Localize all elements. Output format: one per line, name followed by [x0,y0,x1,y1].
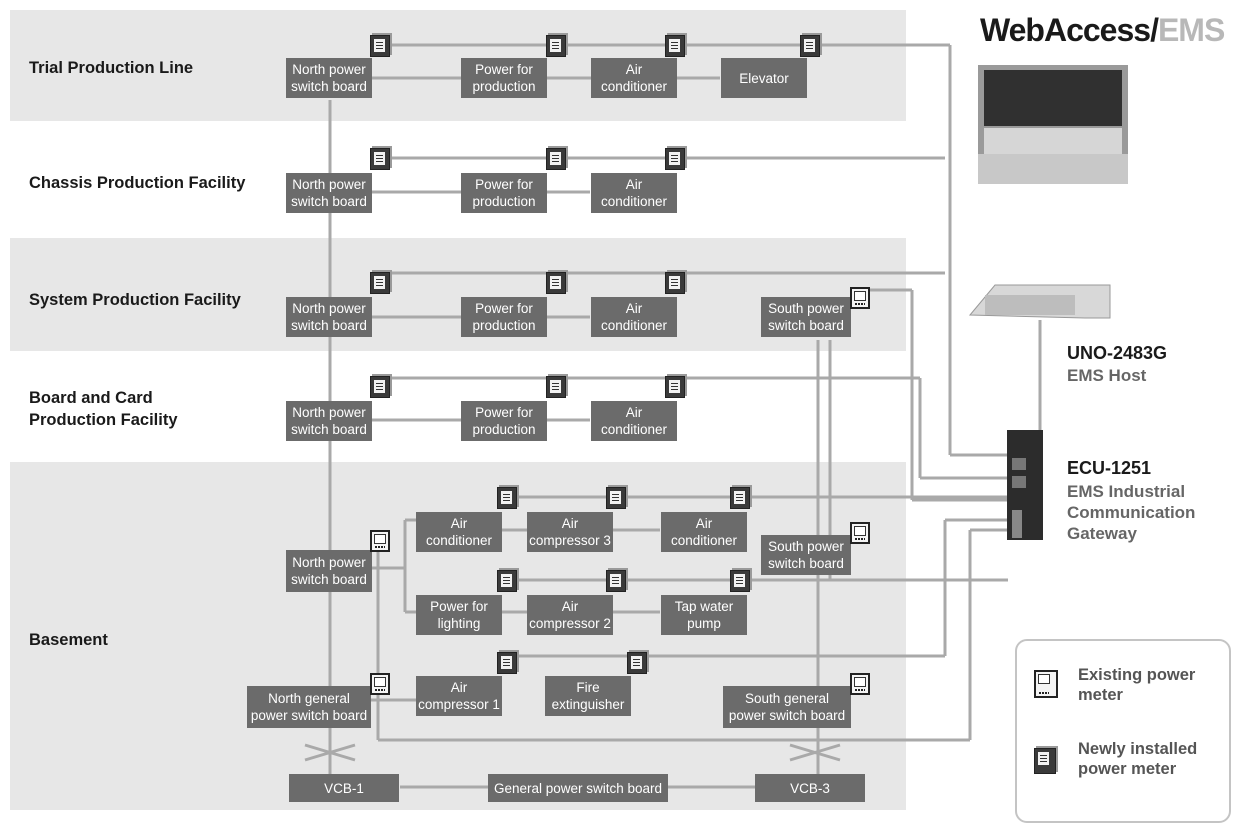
new-meter-icon [370,148,390,170]
vcb-1: VCB-1 [289,774,399,802]
new-meter-icon [497,652,517,674]
new-meter-icon [546,376,566,398]
basement-south-switch-board: South power switch board [761,535,851,575]
system-air-conditioner: Air conditioner [591,297,677,337]
legend-existing-meter-icon [1034,670,1058,698]
uno-device-name: UNO-2483G [1067,343,1168,363]
south-general-switch-board: South general power switch board [723,686,851,728]
vcb-3: VCB-3 [755,774,865,802]
new-meter-icon [370,376,390,398]
floor-band-system [10,238,906,351]
north-general-switch-board: North general power switch board [247,686,371,728]
basement-air-compressor-2: Air compressor 2 [527,595,613,635]
new-meter-icon [497,570,517,592]
webaccess-ems-logo: WebAccess/EMS [980,12,1225,48]
trial-elevator: Elevator [721,58,807,98]
scada-workstation [978,65,1128,184]
new-meter-icon [665,272,685,294]
new-meter-icon [730,487,750,509]
ecu-device-name: ECU-1251 [1067,458,1152,478]
floor-label-system: System Production Facility [29,291,241,309]
uno-device-role: EMS Host [1067,366,1147,385]
new-meter-icon [546,148,566,170]
existing-meter-icon [850,287,870,309]
floor-label-chassis: Chassis Production Facility [29,174,246,192]
existing-meter-icon [370,530,390,552]
existing-meter-icon [850,522,870,544]
basement-air-compressor-1: Air compressor 1 [416,676,502,716]
basement-fire-extinguisher: Fire extinguisher [545,676,631,716]
ecu-gateway-device [1007,430,1043,540]
general-power-switch-board: General power switch board [488,774,668,802]
new-meter-icon [546,35,566,57]
board-power-production: Power for production [461,401,547,441]
new-meter-icon [546,272,566,294]
trial-power-production: Power for production [461,58,547,98]
trial-north-switch-board: North power switch board [286,58,372,98]
board-north-switch-board: North power switch board [286,401,372,441]
legend [1015,639,1231,823]
new-meter-icon [665,376,685,398]
new-meter-icon [370,35,390,57]
system-north-switch-board: North power switch board [286,297,372,337]
basement-tap-water-pump: Tap water pump [661,595,747,635]
floor-label-trial: Trial Production Line [29,59,194,77]
legend-new-meter-icon [1034,748,1056,774]
ecu-device-role: EMS Industrial Communication Gateway [1067,482,1196,543]
existing-meter-icon [850,673,870,695]
system-power-production: Power for production [461,297,547,337]
new-meter-icon [730,570,750,592]
floor-label-basement: Basement [29,631,108,649]
legend-existing-label: Existing power meter [1078,666,1196,704]
basement-air-compressor-3: Air compressor 3 [527,512,613,552]
board-air-conditioner: Air conditioner [591,401,677,441]
new-meter-icon [800,35,820,57]
basement-power-lighting: Power for lighting [416,595,502,635]
basement-air-conditioner-2: Air conditioner [661,512,747,552]
chassis-north-switch-board: North power switch board [286,173,372,213]
new-meter-icon [606,487,626,509]
chassis-power-production: Power for production [461,173,547,213]
floor-label-board: Board and Card Production Facility [29,389,178,429]
new-meter-icon [606,570,626,592]
chassis-air-conditioner: Air conditioner [591,173,677,213]
new-meter-icon [627,652,647,674]
uno-host-device [968,284,1111,319]
system-south-switch-board: South power switch board [761,297,851,337]
existing-meter-icon [370,673,390,695]
new-meter-icon [370,272,390,294]
basement-air-conditioner-1: Air conditioner [416,512,502,552]
basement-north-switch-board: North power switch board [286,550,372,592]
new-meter-icon [665,35,685,57]
new-meter-icon [497,487,517,509]
new-meter-icon [665,148,685,170]
legend-new-label: Newly installed power meter [1078,740,1198,778]
trial-air-conditioner: Air conditioner [591,58,677,98]
